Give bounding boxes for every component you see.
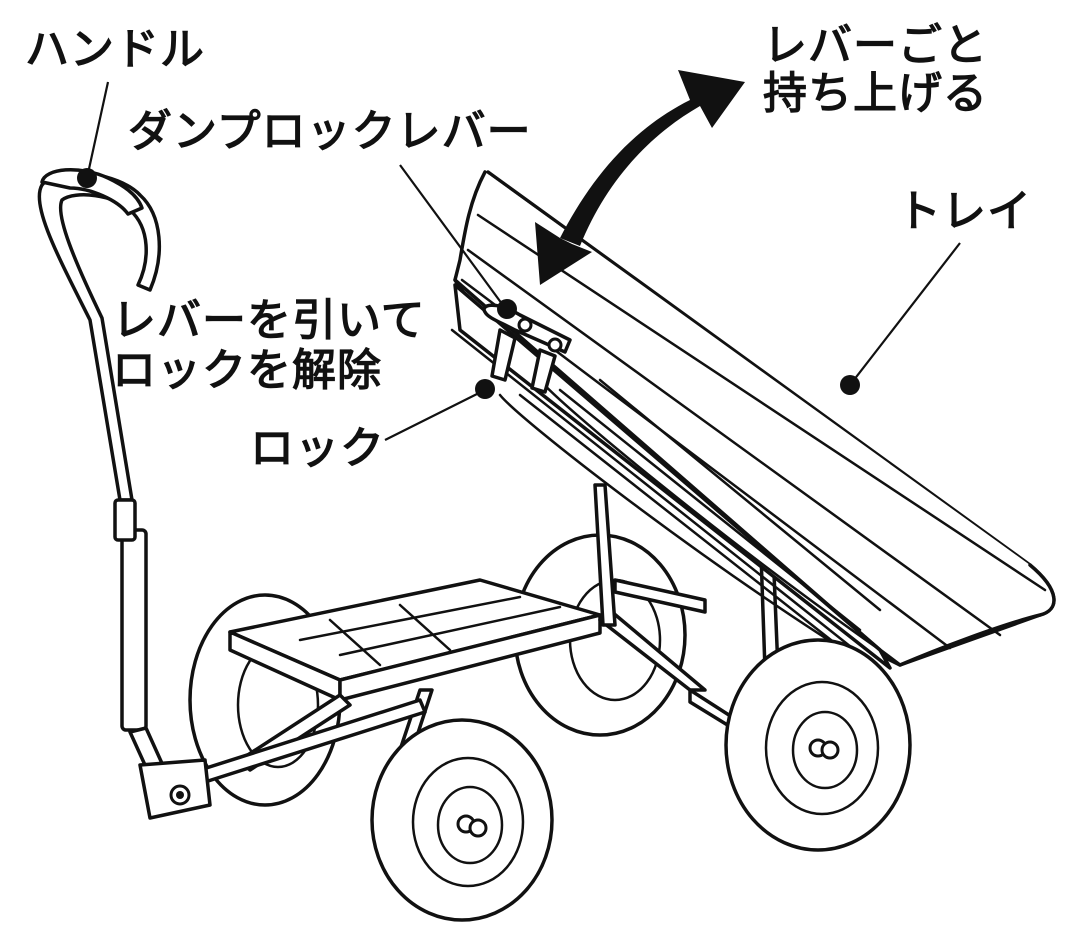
label-lift-with-lever-line1: レバーごと [763,20,988,71]
label-pull-lever-line2: ロックを解除 [112,345,382,396]
handle-leader [85,81,110,179]
lock-leader [384,389,486,441]
dump-lock-lever-dot [497,299,517,319]
lift-direction-arrow [535,70,745,285]
label-tray: トレイ [897,186,1032,237]
front-right-wheel [724,638,912,852]
label-pull-lever-line1: レバーを引いて [112,295,426,346]
handle-dot [77,168,97,188]
handle-assembly [37,167,212,820]
tray-dot [840,375,860,395]
dump-lock-lever-leader [399,164,506,309]
label-lock: ロック [250,423,385,474]
front-left-wheel [370,718,554,922]
callout-leaders [77,81,961,441]
tray-leader [849,242,961,386]
label-dump-lock-lever: ダンプロックレバー [128,106,532,157]
label-lift-with-lever-line2: 持ち上げる [763,68,988,119]
label-handle: ハンドル [25,24,205,75]
lock-dot [475,379,495,399]
